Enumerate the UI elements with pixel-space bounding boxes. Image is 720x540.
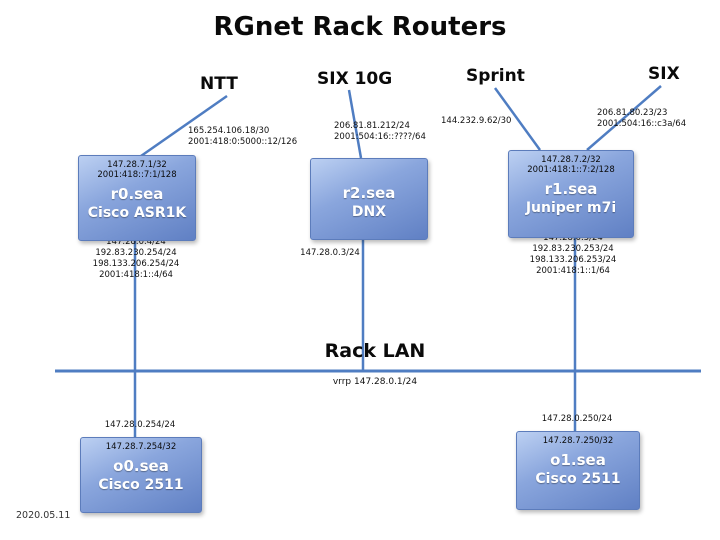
r0-lan-addr-2: 192.83.230.254/24 [95, 248, 177, 258]
o0-lan-addr: 147.28.0.254/24 [104, 420, 176, 430]
o0-loopback: 147.28.7.254/32 [105, 442, 177, 452]
six10g-uplink-addr-1: 206.81.81.212/24 [334, 121, 410, 131]
sprint-uplink-line [493, 87, 542, 151]
date-stamp: 2020.05.11 [16, 510, 71, 521]
sprint-uplink-addr-1: 144.232.9.62/30 [441, 116, 512, 126]
six-uplink-addr-1: 206.81.80.23/23 [597, 108, 668, 118]
diagram-title: RGnet Rack Routers [213, 12, 507, 42]
ntt-uplink-addr-2: 2001:418:0:5000::12/126 [188, 137, 298, 147]
vrrp-address: vrrp 147.28.0.1/24 [332, 377, 418, 387]
ntt-uplink-addrs: 165.254.106.18/30 2001:418:0:5000::12/12… [188, 126, 297, 148]
r1-model: Juniper m7i [525, 200, 617, 216]
r0-loopback-1: 147.28.7.1/32 [107, 160, 167, 170]
o1-loopback: 147.28.7.250/32 [542, 436, 614, 446]
ntt-uplink-line [140, 94, 228, 158]
r0-loopbacks: 147.28.7.1/32 2001:418::7:1/128 [97, 156, 176, 180]
o0-name: o0.sea [113, 457, 169, 475]
r2-name: r2.sea [342, 183, 396, 202]
o1-name: o1.sea [550, 451, 606, 469]
o0-model: Cisco 2511 [98, 477, 184, 493]
r1-loopbacks: 147.28.7.2/32 2001:418:1::7:2/128 [527, 151, 615, 175]
o1-model: Cisco 2511 [535, 471, 621, 487]
uplink-label-ntt: NTT [200, 74, 238, 94]
six10g-uplink-addrs: 206.81.81.212/24 2001:504:16::????/64 [334, 121, 426, 143]
console-box-o0: 147.28.7.254/32 o0.sea Cisco 2511 [80, 437, 202, 513]
r1-lan-addr-4: 2001:418:1::1/64 [536, 266, 610, 276]
r0-model: Cisco ASR1K [87, 205, 187, 221]
r1-lan-addrs: 147.28.0.5/24 192.83.230.253/24 198.133.… [511, 233, 635, 277]
r0-name: r0.sea [110, 185, 164, 203]
r1-loopback-1: 147.28.7.2/32 [541, 155, 601, 165]
r2-lan-addr-1: 147.28.0.3/24 [300, 248, 360, 258]
six-uplink-line [586, 85, 662, 151]
six-uplink-addrs: 206.81.80.23/23 2001:504:16::c3a/64 [597, 108, 686, 130]
ntt-uplink-addr-1: 165.254.106.18/30 [188, 126, 270, 136]
rack-lan-label: Rack LAN [324, 340, 426, 362]
six-uplink-addr-2: 2001:504:16::c3a/64 [597, 119, 687, 129]
r2-model: DNX [351, 203, 387, 220]
r1-loopback-2: 2001:418:1::7:2/128 [527, 165, 615, 175]
console-box-o1: 147.28.7.250/32 o1.sea Cisco 2511 [516, 431, 640, 510]
r1-name: r1.sea [544, 180, 598, 198]
six10g-uplink-addr-2: 2001:504:16::????/64 [334, 132, 426, 142]
uplink-label-six: SIX [648, 64, 680, 84]
sprint-uplink-addrs: 144.232.9.62/30 [441, 116, 511, 127]
uplink-label-sprint: Sprint [466, 66, 525, 86]
r2-lan-addrs: 147.28.0.3/24 [288, 248, 372, 259]
r1-lan-addr-1: 147.28.0.5/24 [543, 233, 603, 243]
r1-lan-addr-2: 192.83.230.253/24 [532, 244, 614, 254]
router-box-r2: r2.sea DNX [310, 158, 428, 240]
r0-lan-addr-1: 147.28.0.4/24 [106, 237, 166, 247]
r0-loopback-2: 2001:418::7:1/128 [97, 170, 177, 180]
r0-lan-addr-4: 2001:418:1::4/64 [99, 270, 173, 280]
six10g-uplink-line [347, 89, 363, 159]
router-box-r0: 147.28.7.1/32 2001:418::7:1/128 r0.sea C… [78, 155, 196, 241]
r1-lan-addr-3: 198.133.206.253/24 [529, 255, 617, 265]
uplink-label-six10g: SIX 10G [317, 69, 393, 89]
r0-lan-addrs: 147.28.0.4/24 192.83.230.254/24 198.133.… [78, 237, 194, 281]
r0-lan-addr-3: 198.133.206.254/24 [92, 259, 180, 269]
o1-lan-addr: 147.28.0.250/24 [541, 414, 613, 424]
router-box-r1: 147.28.7.2/32 2001:418:1::7:2/128 r1.sea… [508, 150, 634, 238]
